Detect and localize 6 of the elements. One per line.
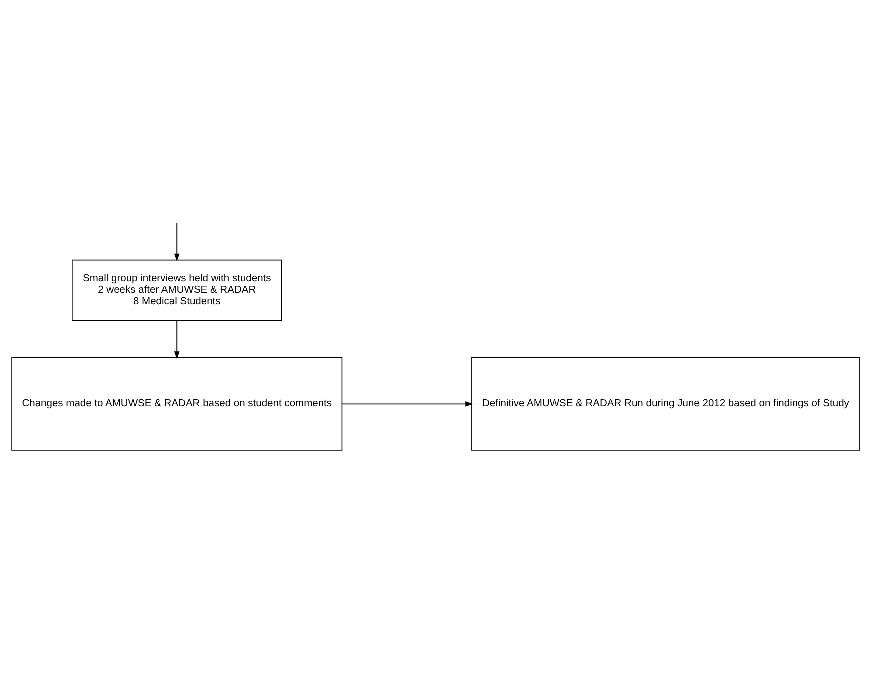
arrow — [174, 320, 180, 360]
node-box: Changes made to AMUWSE & RADAR based on student comments — [12, 358, 343, 451]
node-box: Small group interviews held with students 2 weeks after AMUWSE & RADAR 8 Medical Students — [72, 260, 282, 322]
arrow — [174, 222, 180, 262]
node-box: Definitive AMUWSE & RADAR Run during June 2012 based on findings of Study — [472, 358, 860, 451]
arrow — [342, 401, 474, 407]
